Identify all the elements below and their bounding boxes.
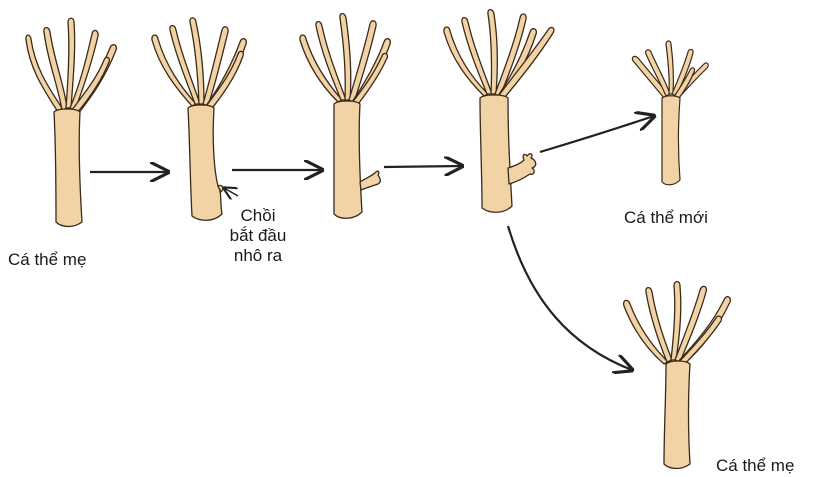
arrow-to-new-hydra — [540, 116, 654, 152]
hydra-stage-3 — [300, 14, 391, 219]
label-bud-starting: Chồi bắt đầu nhô ra — [222, 206, 294, 266]
mother-hydra-after — [624, 282, 731, 469]
arrow-stage3-to-4 — [384, 166, 462, 167]
hydra-stage-1 — [26, 18, 117, 226]
label-bud-line3: nhô ra — [222, 246, 294, 266]
bud-pointer-arrow — [224, 188, 238, 196]
new-hydra — [632, 41, 708, 185]
label-bud-line1: Chồi — [222, 206, 294, 226]
arrow-to-mother-after — [508, 226, 632, 370]
label-mother-left: Cá thể mẹ — [8, 250, 86, 270]
hydra-stage-2 — [152, 18, 247, 220]
label-bud-line2: bắt đầu — [222, 226, 294, 246]
label-new-individual: Cá thể mới — [624, 208, 708, 228]
hydra-stage-4 — [444, 10, 554, 213]
stage-arrows — [90, 116, 654, 370]
label-mother-right: Cá thể mẹ — [716, 456, 794, 476]
